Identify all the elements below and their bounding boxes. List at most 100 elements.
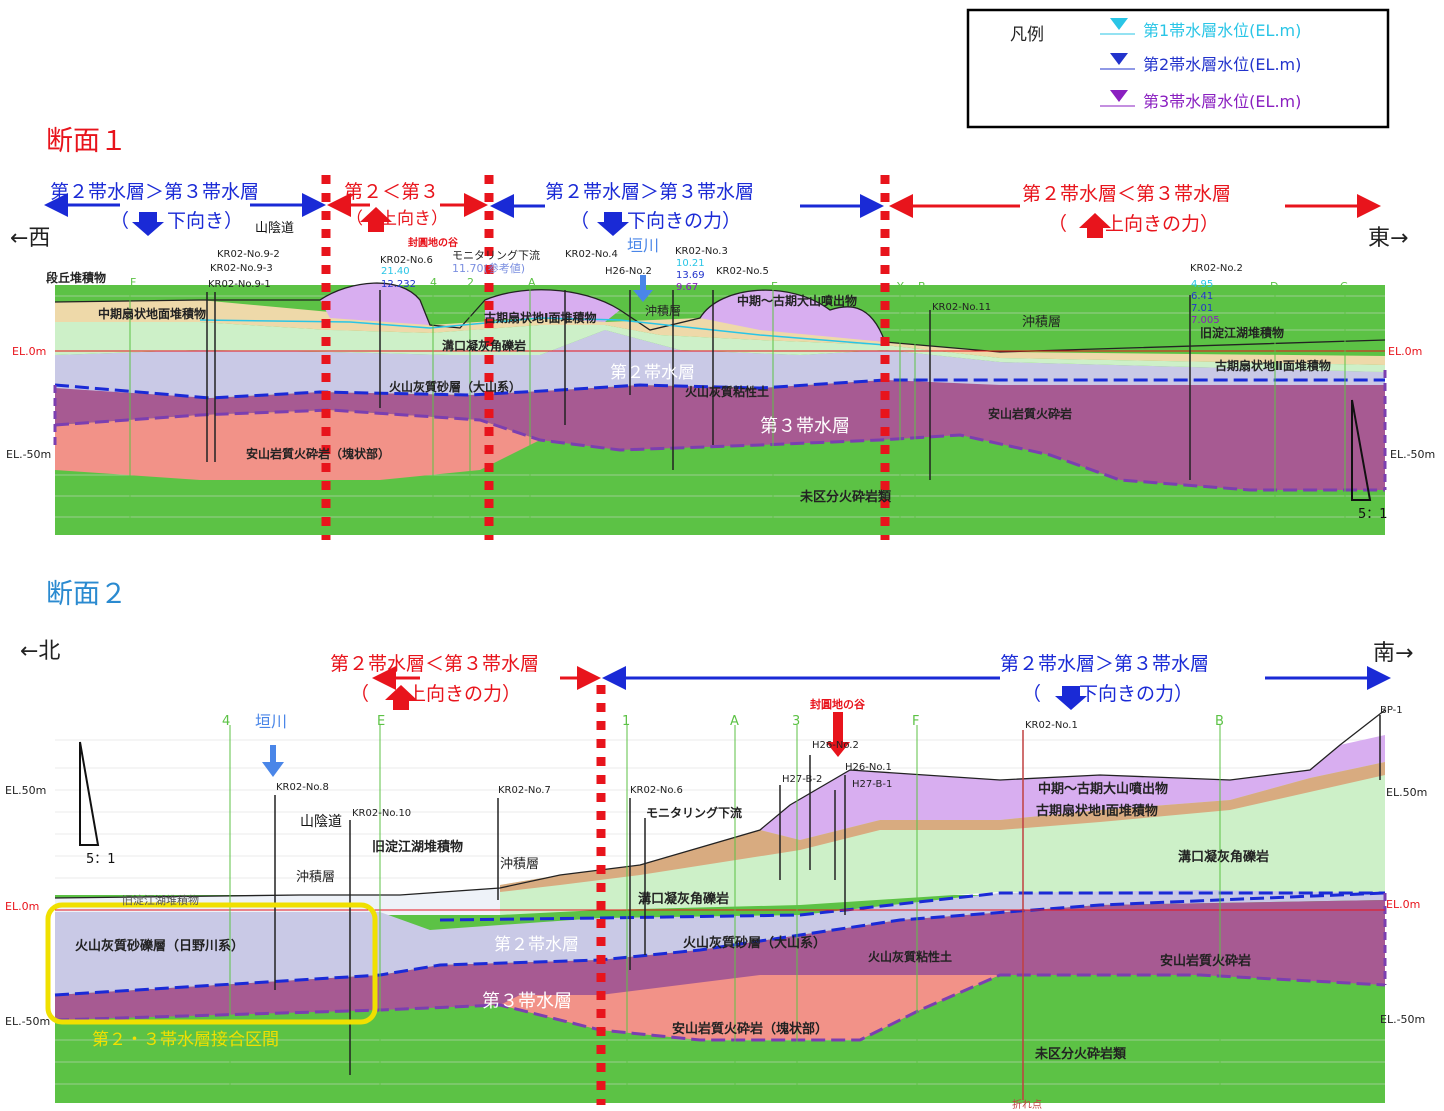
s2-marker-F: F	[912, 714, 919, 729]
s1-label-dai3: 第３帯水層	[760, 416, 850, 437]
s2-label-anzan-block: 安山岩質火砕岩（塊状部）	[672, 1021, 828, 1037]
kakigawa-arrow-icon	[633, 275, 653, 302]
s1-el0-right: EL.0m	[1388, 345, 1422, 358]
s1-val-no2-1: 4.95	[1191, 279, 1213, 290]
s2-marker-4: 4	[222, 714, 230, 729]
s1-borehole-6: KR02-No.6	[380, 255, 433, 266]
water-level-3-icon	[1110, 90, 1128, 102]
s1-marker-C: C	[1340, 280, 1348, 293]
s1-val-no3-2: 13.69	[676, 270, 705, 281]
s1-val-no2-4: 7.005	[1191, 315, 1220, 326]
down-arrow-icon	[597, 212, 629, 236]
s2-label-okiseki-left: 沖積層	[296, 870, 335, 885]
s2-zone-2: 第２帯水層＞第３帯水層	[1000, 653, 1209, 675]
s2-label-funi: 封圓地の谷	[810, 697, 866, 711]
legend-title: 凡例	[1010, 25, 1044, 45]
s2-label-mizoguchi-mid: 溝口凝灰角礫岩	[638, 891, 729, 907]
s1-direction-east: 東→	[1368, 226, 1408, 251]
s2-label-kyu-yodoe: 旧淀江湖堆積物	[372, 839, 463, 855]
s1-borehole-2: KR02-No.2	[1190, 263, 1243, 274]
s1-val-no6-2: 12.232	[381, 279, 416, 290]
up-arrow-icon	[1079, 213, 1111, 238]
section-2-title: 断面２	[46, 579, 127, 610]
water-level-1-icon	[1110, 18, 1128, 30]
s1-label-monitoring: モニタリング下流	[452, 248, 540, 262]
s1-val-no2-2: 6.41	[1191, 291, 1213, 302]
s2-elm50-left: EL.-50m	[5, 1015, 50, 1028]
legend-item-aquifer2: 第2帯水層水位(EL.m)	[1100, 53, 1301, 74]
s1-zone-1: 第２帯水層＞第３帯水層	[50, 181, 259, 203]
s1-label-monitoring-val: 11.70(参考値)	[452, 261, 525, 275]
s1-zone-3-sub: （ 下向きの力）	[570, 210, 741, 232]
s1-marker-2: 2	[467, 276, 474, 289]
s2-borehole-bp1: BP-1	[1380, 705, 1403, 716]
s2-el50-left: EL.50m	[5, 784, 46, 797]
s2-borehole-8: KR02-No.8	[276, 782, 329, 793]
s2-marker-3: 3	[792, 714, 800, 729]
legend-label-1: 第1帯水層水位(EL.m)	[1143, 21, 1301, 40]
s2-borehole-10: KR02-No.10	[352, 808, 411, 819]
legend: 凡例 第1帯水層水位(EL.m) 第2帯水層水位(EL.m) 第3帯水層水位(E…	[966, 8, 1390, 129]
s1-zone-2-sub: （ 上向き）	[346, 209, 448, 229]
s2-zone-2-sub: （ 下向きの力）	[1022, 683, 1193, 705]
s2-label-kazan-daisen: 火山灰質砂層（大山系）	[683, 935, 826, 951]
s1-el0-left: EL.0m	[12, 345, 46, 358]
s2-borehole-h26-2: H26-No.2	[812, 740, 859, 751]
s2-label-kyu-yodoe-top: 旧淀江湖堆積物	[122, 893, 199, 907]
s1-zone-4: 第２帯水層＜第３帯水層	[1022, 183, 1231, 205]
s2-label-chuki-daisen: 中期～古期大山噴出物	[1038, 781, 1168, 797]
s1-val-no6-1: 21.40	[381, 266, 410, 277]
s2-borehole-h27-b1: H27-B-1	[852, 779, 892, 790]
s2-label-mikubun: 未区分火砕岩類	[1034, 1046, 1127, 1062]
legend-item-aquifer3: 第3帯水層水位(EL.m)	[1100, 90, 1301, 111]
section-2-geology	[45, 709, 1387, 1103]
s2-zone-1: 第２帯水層＜第３帯水層	[330, 653, 539, 675]
s1-elm50-right: EL.-50m	[1390, 448, 1435, 461]
water-level-2-icon	[1110, 53, 1128, 65]
down-arrow-icon	[1055, 686, 1087, 710]
s2-marker-E: E	[377, 714, 385, 729]
section-1-divider-lines	[321, 175, 890, 540]
legend-label-3: 第3帯水層水位(EL.m)	[1143, 92, 1301, 111]
s1-zone-3: 第２帯水層＞第３帯水層	[545, 181, 754, 203]
s2-label-anzan: 安山岩質火砕岩	[1160, 953, 1251, 969]
s1-zone-4-sub: （ 上向きの力）	[1048, 213, 1219, 235]
section-1-title: 断面１	[46, 126, 127, 157]
s2-borehole-7: KR02-No.7	[498, 785, 551, 796]
s1-scale-label: 5：1	[1358, 507, 1388, 522]
up-arrow-icon	[385, 685, 417, 710]
s2-label-oreten: 折れ点	[1012, 1098, 1042, 1111]
s1-marker-4: 4	[430, 276, 437, 289]
s2-elm50-right: EL.-50m	[1380, 1013, 1425, 1026]
s1-val-no2-3: 7.01	[1191, 303, 1213, 314]
s2-el0-left: EL.0m	[5, 900, 39, 913]
s1-label-chuki-daisen: 中期～古期大山噴出物	[737, 293, 857, 308]
s2-direction-south: 南→	[1373, 641, 1413, 666]
s2-el50-right: EL.50m	[1386, 786, 1427, 799]
section-2-zone-arrows	[262, 666, 1391, 777]
s2-label-kakigawa: 垣川	[255, 712, 287, 731]
s1-borehole-5: KR02-No.5	[716, 266, 769, 277]
legend-label-2: 第2帯水層水位(EL.m)	[1143, 55, 1301, 74]
s1-label-anzan: 安山岩質火砕岩	[988, 406, 1072, 421]
s2-borehole-h26-1: H26-No.1	[845, 762, 892, 773]
s1-label-mizoguchi: 溝口凝灰角礫岩	[442, 338, 526, 353]
section-1-geology	[53, 282, 1387, 535]
s2-borehole-6: KR02-No.6	[630, 785, 683, 796]
s1-val-no3-3: 9.67	[676, 282, 698, 293]
s2-label-dai2: 第２帯水層	[494, 935, 579, 955]
s1-val-no3-1: 10.21	[676, 258, 705, 269]
s1-label-funi: 封圓地の谷	[408, 236, 459, 249]
s2-label-sanindo: 山陰道	[300, 814, 342, 830]
s2-borehole-1: KR02-No.1	[1025, 720, 1078, 731]
s1-marker-E: E	[771, 280, 778, 293]
s1-marker-A: A	[528, 276, 536, 289]
s1-marker-D: D	[1270, 280, 1278, 293]
s1-label-danoku: 段丘堆積物	[46, 270, 106, 285]
s2-label-koki-sen: 古期扇状地Ⅰ面堆積物	[1036, 803, 1158, 819]
s1-borehole-9-3: KR02-No.9-3	[210, 263, 273, 274]
down-arrow-icon	[132, 212, 164, 236]
s1-borehole-h26-2: H26-No.2	[605, 266, 652, 277]
s1-label-okiseki-right: 沖積層	[1022, 315, 1061, 330]
